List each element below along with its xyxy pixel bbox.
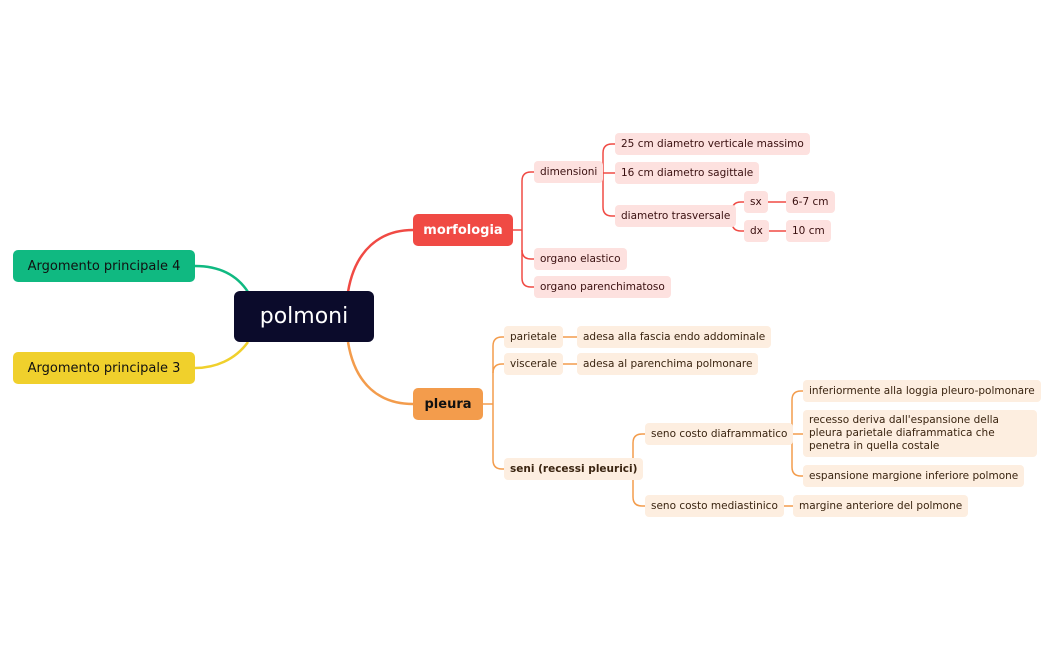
root-topic[interactable]: polmoni — [234, 291, 374, 342]
node-seno-costo-diaframmatico[interactable]: seno costo diaframmatico — [645, 423, 794, 445]
node-sx[interactable]: sx — [744, 191, 768, 213]
topic-pleura[interactable]: pleura — [413, 388, 483, 420]
node-dx-value[interactable]: 10 cm — [786, 220, 831, 242]
node-organo-parenchimatoso[interactable]: organo parenchimatoso — [534, 276, 671, 298]
node-seni-recessi[interactable]: seni (recessi pleurici) — [504, 458, 644, 480]
topic-morfologia[interactable]: morfologia — [413, 214, 513, 246]
node-diaframmatico-detail-2[interactable]: recesso deriva dall'espansione della ple… — [803, 410, 1037, 457]
node-viscerale-detail[interactable]: adesa al parenchima polmonare — [577, 353, 759, 375]
topic-argomento-4[interactable]: Argomento principale 4 — [13, 250, 195, 282]
node-diametro-sagittale[interactable]: 16 cm diametro sagittale — [615, 162, 760, 184]
node-diametro-verticale[interactable]: 25 cm diametro verticale massimo — [615, 133, 810, 155]
topic-argomento-3[interactable]: Argomento principale 3 — [13, 352, 195, 384]
node-dx[interactable]: dx — [744, 220, 769, 242]
node-parietale[interactable]: parietale — [504, 326, 563, 348]
node-diaframmatico-detail-1[interactable]: inferiormente alla loggia pleuro-polmona… — [803, 380, 1041, 402]
node-dimensioni[interactable]: dimensioni — [534, 161, 604, 183]
node-sx-value[interactable]: 6-7 cm — [786, 191, 835, 213]
node-mediastinico-detail-1[interactable]: margine anteriore del polmone — [793, 495, 969, 517]
node-parietale-detail[interactable]: adesa alla fascia endo addominale — [577, 326, 772, 348]
node-viscerale[interactable]: viscerale — [504, 353, 563, 375]
node-diaframmatico-detail-3[interactable]: espansione margione inferiore polmone — [803, 465, 1025, 487]
node-diametro-trasversale[interactable]: diametro trasversale — [615, 205, 737, 227]
node-seno-costo-mediastinico[interactable]: seno costo mediastinico — [645, 495, 784, 517]
node-organo-elastico[interactable]: organo elastico — [534, 248, 627, 270]
